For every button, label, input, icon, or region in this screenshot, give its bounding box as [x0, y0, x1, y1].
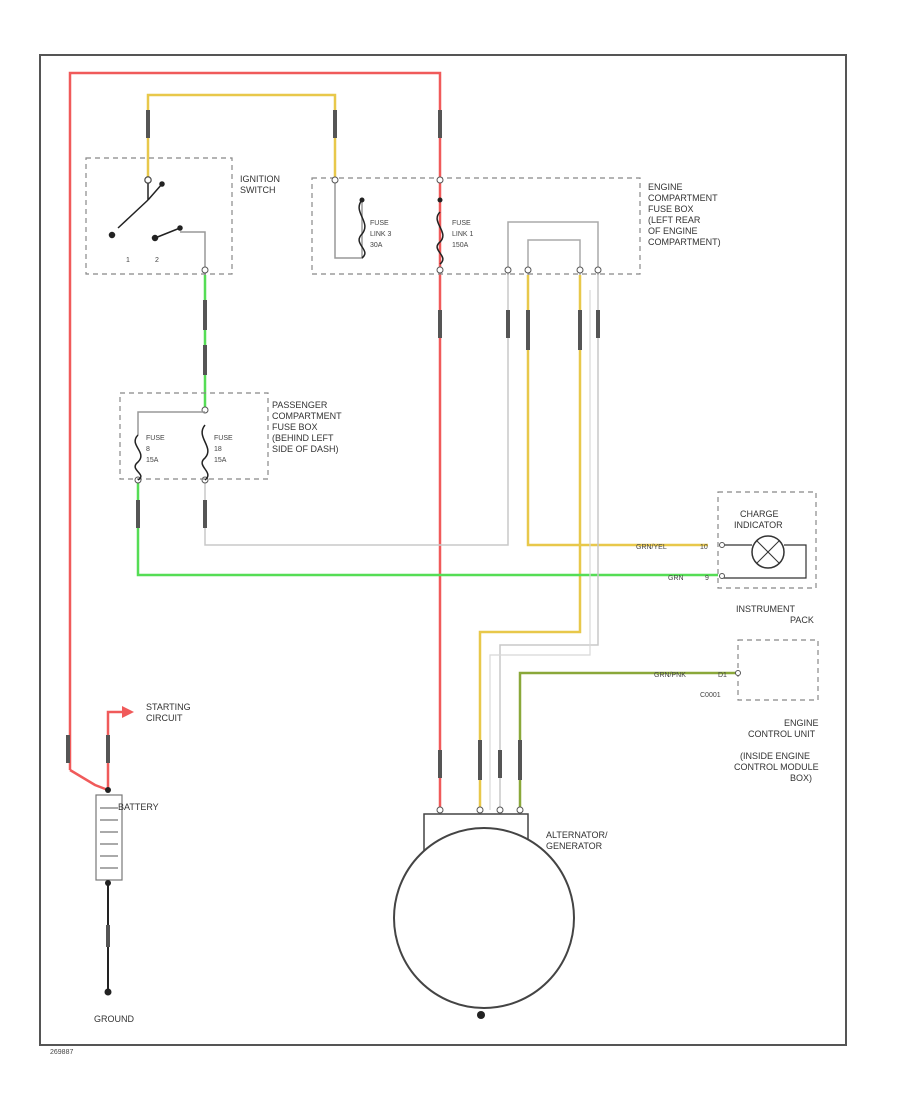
fuse-18-label-2: 18 — [214, 446, 222, 453]
charge-indicator-label-2: INDICATOR — [734, 520, 783, 530]
diagram-frame — [39, 54, 847, 1046]
charge-indicator-label-1: CHARGE — [740, 509, 779, 519]
charge-indicator-lamp — [751, 535, 785, 569]
instrument-pack-box — [717, 491, 817, 589]
fuse-8-label-3: 15A — [146, 457, 159, 464]
grn-pin-node — [719, 573, 725, 579]
wire-yellow-alternator — [478, 275, 582, 810]
battery-label: BATTERY — [118, 802, 159, 812]
wire-gray-box-inner — [527, 239, 581, 275]
instrument-pack-label-2: PACK — [790, 615, 814, 625]
engine-fuse-box — [311, 177, 641, 275]
starting-circuit-label-2: CIRCUIT — [146, 713, 183, 723]
ecu-label-4: CONTROL MODULE — [734, 762, 819, 772]
ecu-box — [737, 639, 819, 701]
passenger-fuse-box-label-5: SIDE OF DASH) — [272, 444, 339, 454]
engine-fuse-box-label-5: OF ENGINE — [648, 226, 698, 236]
grn-pin-label: 9 — [705, 575, 709, 582]
ecu-label-2: CONTROL UNIT — [748, 729, 816, 739]
ecu-pin-node — [735, 670, 741, 676]
wire-gray-fuse18 — [204, 275, 509, 546]
charge-pin-label: 10 — [700, 544, 708, 551]
fuse-link-3-node — [359, 197, 365, 203]
wire-red-battery — [69, 768, 109, 792]
fuse-link-1-label-2: LINK 1 — [452, 231, 474, 238]
wire-gray-alt-2 — [489, 290, 591, 810]
fuse-link-1-symbol — [436, 211, 444, 265]
passenger-fuse-box — [119, 392, 269, 480]
passenger-fuse-box-label-3: FUSE BOX — [272, 422, 318, 432]
wire-gray-box-outer — [507, 221, 599, 275]
fuse-8-label-2: 8 — [146, 446, 150, 453]
passenger-fuse-box-label-1: PASSENGER — [272, 400, 328, 410]
ignition-switch-box — [85, 157, 233, 275]
diagram-code: 269887 — [50, 1049, 73, 1056]
wire-green-fuse8-instrument — [136, 480, 718, 577]
ecu-label-3: (INSIDE ENGINE — [740, 751, 810, 761]
fuse-18-symbol — [201, 424, 209, 481]
fuse-link-3-wire — [334, 180, 363, 259]
fuse-link-3-symbol — [358, 199, 366, 259]
alternator-label-1: ALTERNATOR/ — [546, 830, 608, 840]
engine-fuse-box-label-2: COMPARTMENT — [648, 193, 718, 203]
alternator-body — [393, 827, 575, 1009]
fuse-8-symbol — [134, 434, 142, 481]
engine-fuse-box-label-3: FUSE BOX — [648, 204, 694, 214]
battery-cells — [100, 807, 118, 869]
wire-gray-alt-1 — [499, 275, 599, 810]
passenger-fuse-bus — [137, 411, 205, 435]
wire-yellow-ignition — [146, 93, 337, 180]
wire-red-main — [68, 71, 442, 810]
fuse-link-1-node — [437, 197, 443, 203]
ignition-switch-label-2: SWITCH — [240, 185, 276, 195]
battery-terminal-positive — [105, 787, 111, 793]
passenger-fuse-box-label-4: (BEHIND LEFT — [272, 433, 334, 443]
battery-body — [95, 794, 123, 881]
ground-node — [104, 988, 112, 996]
engine-fuse-box-label-6: COMPARTMENT) — [648, 237, 721, 247]
charge-lamp-cross-2 — [756, 540, 780, 564]
fuse-link-1-label-3: 150A — [452, 242, 469, 249]
wire-yellow-charge — [526, 275, 708, 547]
fuse-link-1-label-1: FUSE — [452, 220, 471, 227]
ignition-switch-label-1: IGNITION — [240, 174, 280, 184]
fuse-18-label-1: FUSE — [214, 435, 233, 442]
ecu-connector-label: C0001 — [700, 692, 721, 699]
ignition-switch-contacts — [108, 176, 183, 242]
ground-label: GROUND — [94, 1014, 134, 1024]
ignition-contact-1: 1 — [126, 257, 130, 264]
alternator-label-2: GENERATOR — [546, 841, 603, 851]
charge-wire-label: GRN/YEL — [636, 544, 667, 551]
fuse-link-3-label-3: 30A — [370, 242, 383, 249]
fuse-18-label-3: 15A — [214, 457, 227, 464]
ecu-label-1: ENGINE — [784, 718, 819, 728]
starting-circuit-label-1: STARTING — [146, 702, 191, 712]
fuse-link-3-label-1: FUSE — [370, 220, 389, 227]
fuse-link-3-label-2: LINK 3 — [370, 231, 392, 238]
ecu-wire-label: GRN/PNK — [654, 672, 686, 679]
wire-markers — [66, 110, 600, 947]
wire-red-starting — [106, 710, 126, 790]
wire-gray-ignition — [180, 231, 206, 275]
ecu-label-5: BOX) — [790, 773, 812, 783]
charge-pin-node — [719, 542, 725, 548]
alternator-ground-node — [477, 1011, 485, 1019]
battery-terminal-negative — [105, 880, 111, 886]
ignition-contact-2: 2 — [155, 257, 159, 264]
passenger-fuse-box-label-2: COMPARTMENT — [272, 411, 342, 421]
charge-lamp-lead-out — [722, 544, 807, 579]
engine-fuse-box-label-1: ENGINE — [648, 182, 683, 192]
fuse-8-label-1: FUSE — [146, 435, 165, 442]
engine-fuse-box-label-4: (LEFT REAR — [648, 215, 701, 225]
instrument-pack-label-1: INSTRUMENT — [736, 604, 795, 614]
starting-arrow — [122, 706, 134, 718]
grn-wire-label: GRN — [668, 575, 684, 582]
connector-pins — [134, 176, 602, 814]
ecu-pin-label: D1 — [718, 672, 727, 679]
